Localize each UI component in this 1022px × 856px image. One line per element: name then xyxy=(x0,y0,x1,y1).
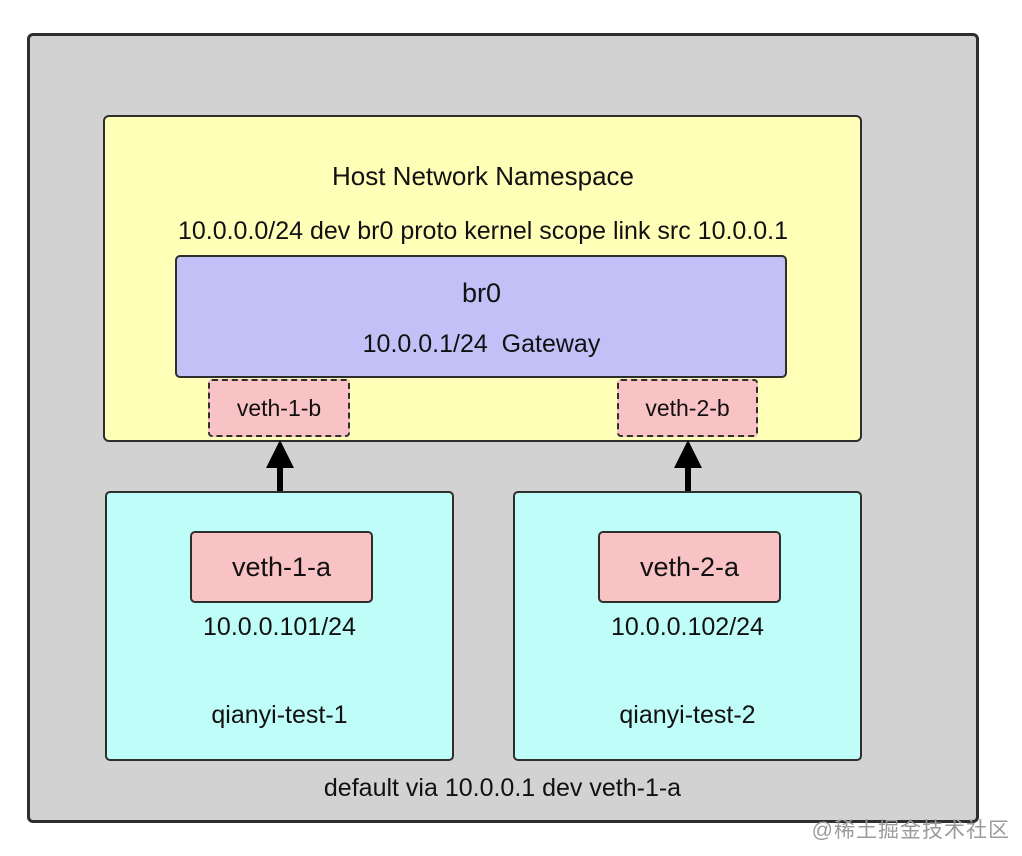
host-namespace-title: Host Network Namespace xyxy=(332,161,634,191)
bridge-address: 10.0.0.1/24 Gateway xyxy=(362,330,601,358)
container-1-name: qianyi-test-1 xyxy=(211,701,348,729)
default-route-text: default via 10.0.0.1 dev veth-1-a xyxy=(323,774,682,802)
veth-port-1b-box: veth-1-b xyxy=(208,379,350,437)
veth-1a-box: veth-1-a xyxy=(190,531,373,603)
bridge-box xyxy=(175,255,787,378)
container-1-address: 10.0.0.101/24 xyxy=(203,613,356,641)
host-route-text: 10.0.0.0/24 dev br0 proto kernel scope l… xyxy=(177,217,789,245)
arrow-shaft xyxy=(277,468,283,504)
veth-port-2b-box: veth-2-b xyxy=(617,379,758,437)
veth-2a-box: veth-2-a xyxy=(598,531,781,603)
veth-port-2b-label: veth-2-b xyxy=(645,394,730,421)
arrow-shaft xyxy=(685,468,691,504)
arrow-up-icon xyxy=(674,440,702,468)
veth-1a-label: veth-1-a xyxy=(231,551,332,582)
container-2-name: qianyi-test-2 xyxy=(619,701,756,729)
container-2-address: 10.0.0.102/24 xyxy=(611,613,764,641)
veth-2a-label: veth-2-a xyxy=(639,551,740,582)
container-namespace-2-box: veth-2-a 10.0.0.102/24 qianyi-test-2 xyxy=(513,491,862,761)
bridge-name: br0 xyxy=(461,278,502,308)
container-namespace-1-box: veth-1-a 10.0.0.101/24 qianyi-test-1 xyxy=(105,491,454,761)
watermark-text: @稀土掘金技术社区 xyxy=(811,819,1010,842)
arrow-up-icon xyxy=(266,440,294,468)
veth-port-1b-label: veth-1-b xyxy=(236,394,322,421)
